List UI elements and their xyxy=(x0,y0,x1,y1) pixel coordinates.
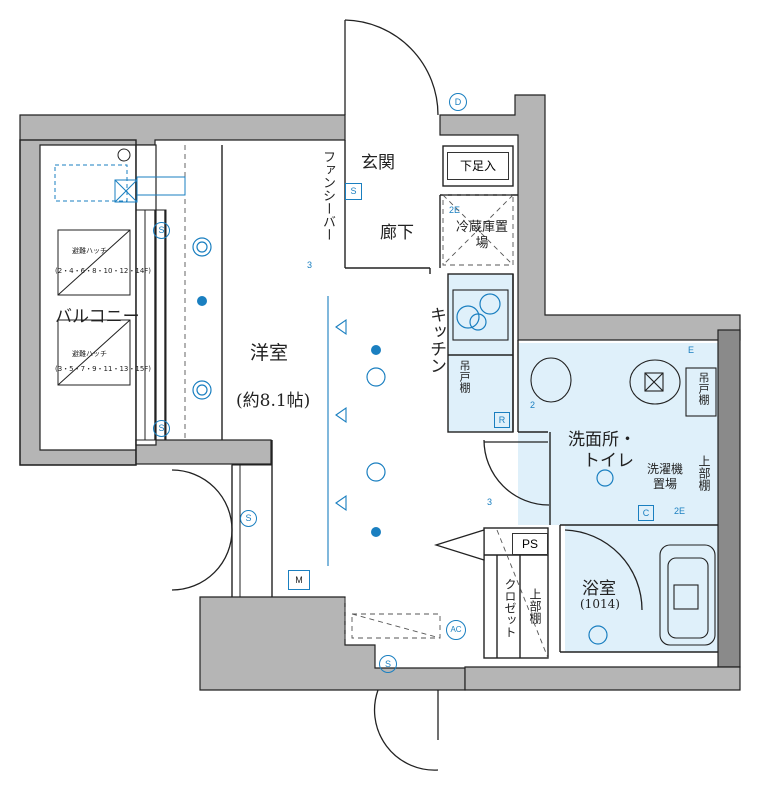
washer-outlet-icon: C xyxy=(638,505,654,521)
fan-seeper-label: ファンシーバー xyxy=(320,150,335,241)
outlet-count-icon: 3 xyxy=(487,497,493,507)
switch-icon: S xyxy=(153,420,170,437)
escape-hatches xyxy=(57,148,131,386)
doors xyxy=(171,19,643,771)
outlet-count-icon: 3 xyxy=(307,260,313,270)
entrance-label: 玄関 xyxy=(361,153,395,173)
outlet-2e-icon: 2E xyxy=(449,205,461,215)
sliding-door-track xyxy=(327,296,347,566)
upper-shelf-closet-label: 上部棚 xyxy=(528,588,542,624)
switch-icon: S xyxy=(240,510,257,527)
western-room-size: (約8.1帖) xyxy=(236,391,311,411)
interior-walls xyxy=(19,139,718,659)
washroom-floor xyxy=(518,343,718,525)
fridge-space-label: 冷蔵庫置場 xyxy=(455,220,508,251)
cooktop xyxy=(456,293,501,331)
refrigerator-outlet-icon: R xyxy=(494,412,510,428)
bathroom-size: (1014) xyxy=(580,597,620,611)
hatch-bottom-floors: (3・5・7・9・11・13・15F) xyxy=(55,365,152,373)
kitchen-floor xyxy=(448,274,513,432)
fixtures xyxy=(452,289,717,646)
balcony-label: バルコニー xyxy=(55,307,140,327)
bathroom-label: 浴室 xyxy=(582,579,616,599)
ps-label: PS xyxy=(512,533,548,555)
multimedia-outlet-icon: M xyxy=(288,570,310,590)
outlet-2e-icon: 2E xyxy=(674,506,686,516)
switch-icon: S xyxy=(153,222,170,239)
upper-shelf-right-label: 上部棚 xyxy=(697,455,711,491)
western-room-label: 洋室 xyxy=(250,342,289,364)
outlet-count-icon: 2 xyxy=(530,400,536,410)
kitchen-hanging-shelf-label: 吊戸棚 xyxy=(458,360,471,393)
downlights xyxy=(192,237,614,645)
hatch-top-label: 避難ハッチ xyxy=(72,247,107,255)
switch-icon: S xyxy=(345,183,362,200)
washroom-label-1: 洗面所・ xyxy=(568,430,636,450)
lighting-points xyxy=(197,296,381,537)
hallway-label: 廊下 xyxy=(380,223,414,243)
earth-outlet-icon: E xyxy=(688,345,695,355)
hatch-bottom-label: 避難ハッチ xyxy=(72,350,107,358)
closet-label: クロゼット xyxy=(503,578,517,638)
hatch-top-floors: (2・4・6・8・10・12・14F) xyxy=(55,267,152,275)
aircon-outlet-icon: AC xyxy=(446,620,466,640)
washer-space-label: 洗濯機置場 xyxy=(646,462,683,491)
closet-pointer xyxy=(433,529,485,561)
toilet-hanging-shelf-label: 吊戸棚 xyxy=(697,372,710,405)
walls xyxy=(19,94,741,691)
switch-icon: S xyxy=(379,655,397,673)
washroom-label-2: トイレ xyxy=(583,451,634,471)
shoe-box-label: 下足入 xyxy=(447,152,509,180)
doorbell-icon: D xyxy=(449,93,467,111)
kitchen-label: キッチン xyxy=(426,306,446,374)
ventilation xyxy=(54,164,186,203)
